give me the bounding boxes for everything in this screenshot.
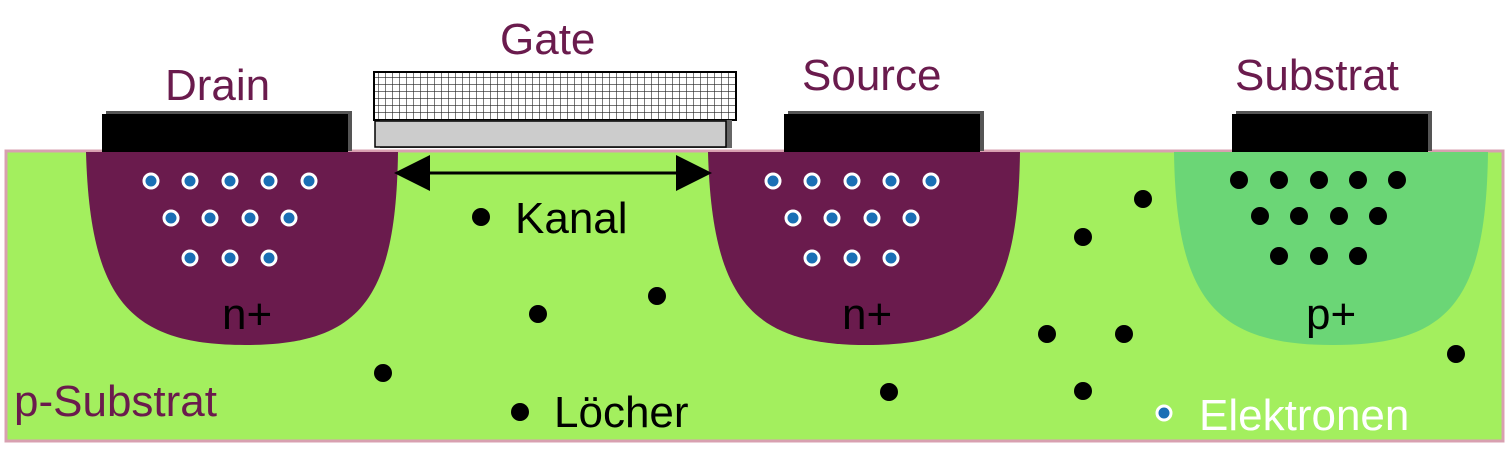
hole [1270, 247, 1288, 265]
hole [1270, 171, 1288, 189]
electron [142, 172, 160, 190]
electron [882, 172, 900, 190]
hole [1447, 345, 1465, 363]
electron [823, 209, 841, 227]
hole [648, 287, 666, 305]
source-label: Source [802, 51, 941, 100]
hole [472, 208, 490, 226]
drain-n-well [86, 152, 398, 345]
hole [1290, 207, 1308, 225]
hole [1310, 247, 1328, 265]
hole [1349, 247, 1367, 265]
electron [181, 172, 199, 190]
electron [902, 209, 920, 227]
electron [181, 249, 199, 267]
hole [1369, 207, 1387, 225]
electron [843, 249, 861, 267]
hole [1074, 228, 1092, 246]
electron [260, 172, 278, 190]
electron [784, 209, 802, 227]
hole [880, 383, 898, 401]
hole [1349, 171, 1367, 189]
p-substrat-label: p-Substrat [14, 377, 217, 426]
gate-label: Gate [500, 15, 595, 64]
gate-electrode [373, 71, 737, 121]
hole [1388, 171, 1406, 189]
gate-oxide [374, 120, 732, 148]
hole [1134, 190, 1152, 208]
hole [1330, 207, 1348, 225]
electron [201, 209, 219, 227]
electron [863, 209, 881, 227]
p-plus-label: p+ [1306, 290, 1356, 339]
hole [1230, 171, 1248, 189]
electron-legend-icon [1155, 404, 1173, 422]
electron [300, 172, 318, 190]
source-n-plus-label: n+ [842, 290, 892, 339]
elektronen-label: Elektronen [1199, 391, 1409, 440]
electron [843, 172, 861, 190]
hole [1074, 382, 1092, 400]
substrate-contact [1232, 111, 1432, 152]
electron [922, 172, 940, 190]
hole [1251, 207, 1269, 225]
drain-label: Drain [165, 61, 270, 110]
drain-contact [102, 111, 352, 152]
substrate-holes [374, 190, 1465, 421]
electron [260, 249, 278, 267]
drain-electrons [142, 172, 318, 267]
electron [280, 209, 298, 227]
electron [162, 209, 180, 227]
substrat-label: Substrat [1235, 51, 1399, 100]
hole [374, 364, 392, 382]
electron [882, 249, 900, 267]
electron [221, 249, 239, 267]
electron [241, 209, 259, 227]
kanal-label: Kanal [515, 194, 628, 243]
hole [1038, 325, 1056, 343]
substrate-p-well [1174, 152, 1488, 345]
p-well-holes [1230, 171, 1406, 265]
loecher-label: Löcher [554, 388, 689, 437]
hole [1115, 325, 1133, 343]
source-contact [784, 111, 984, 152]
hole [1310, 171, 1328, 189]
hole [511, 403, 529, 421]
electron [803, 172, 821, 190]
source-n-well [708, 152, 1020, 345]
electron [803, 249, 821, 267]
electron [221, 172, 239, 190]
source-electrons [764, 172, 940, 267]
drain-n-plus-label: n+ [222, 290, 272, 339]
electron [764, 172, 782, 190]
hole [529, 305, 547, 323]
